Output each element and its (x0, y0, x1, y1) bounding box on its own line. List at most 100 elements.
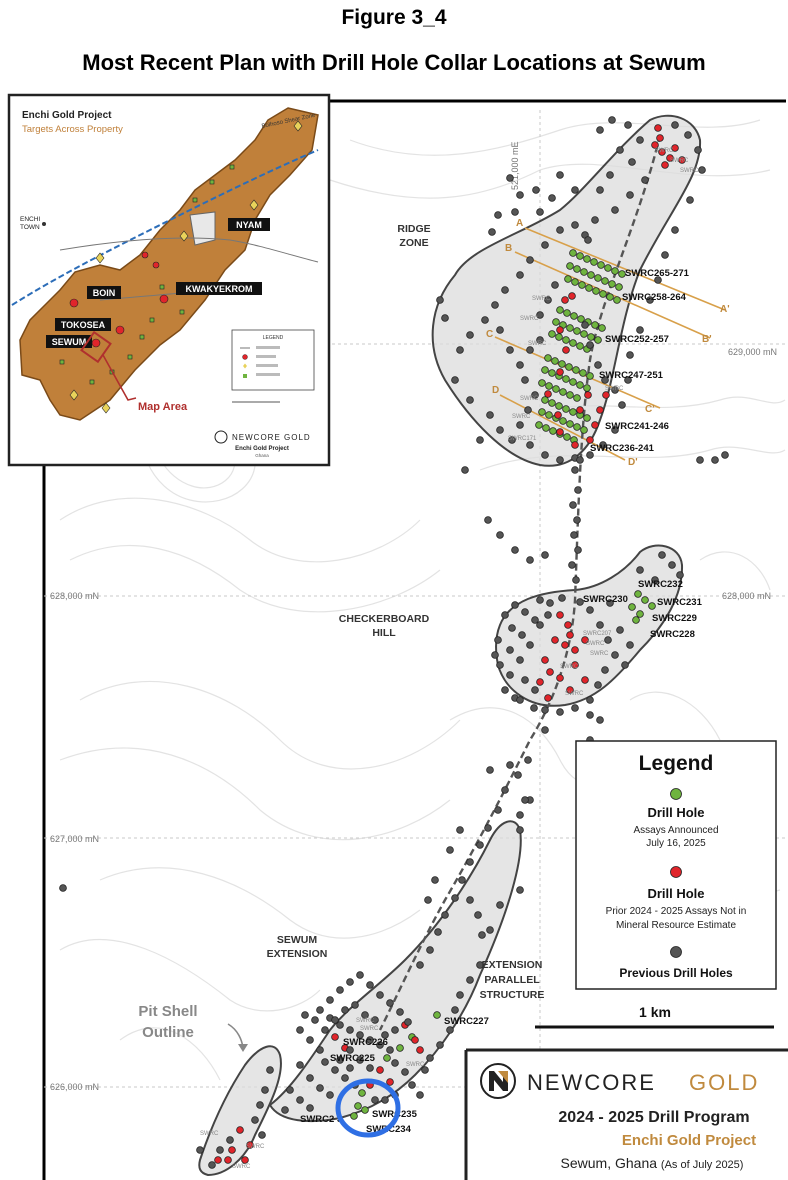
new-drill-hole-58 (538, 379, 546, 387)
previous-drill-hole-354 (316, 1084, 324, 1092)
previous-drill-hole-112 (641, 176, 649, 184)
previous-drill-hole-391 (341, 1006, 349, 1014)
section-d-prime: D' (628, 457, 638, 468)
label-swrc232: SWRC232 (638, 579, 683, 590)
previous-drill-hole-383 (196, 1146, 204, 1154)
svg-text:SWRC207: SWRC207 (583, 631, 612, 637)
new-drill-hole-31 (552, 318, 560, 326)
new-drill-hole-80 (549, 427, 557, 435)
prior-drill-hole-210 (556, 611, 564, 619)
previous-drill-hole-247 (601, 666, 609, 674)
previous-drill-hole-255 (676, 571, 684, 579)
label-swrc247: SWRC247-251 (599, 370, 664, 381)
new-drill-hole-311 (354, 1102, 362, 1110)
legend-new-dot (670, 788, 682, 800)
easting-label: 521,000 mE (510, 141, 520, 190)
previous-drill-hole-388 (371, 1016, 379, 1024)
previous-drill-hole-236 (521, 676, 529, 684)
previous-drill-hole-375 (266, 1066, 274, 1074)
previous-drill-hole-278 (466, 858, 474, 866)
previous-drill-hole-163 (608, 116, 616, 124)
new-drill-hole-29 (591, 321, 599, 329)
previous-drill-hole-305 (516, 811, 524, 819)
previous-drill-hole-162 (596, 126, 604, 134)
new-drill-hole-74 (559, 417, 567, 425)
prior-drill-hole-224 (566, 631, 574, 639)
ridge-line2: ZONE (399, 237, 428, 249)
brand-location: Sewum, Ghana (561, 1155, 658, 1171)
new-drill-hole-6 (611, 267, 619, 275)
ridge-line1: RIDGE (397, 223, 430, 235)
previous-drill-hole-281 (441, 911, 449, 919)
northing-label-628000-right: 628,000 mN (722, 591, 771, 601)
previous-drill-hole-115 (591, 216, 599, 224)
cb-line1: CHECKERBOARD (339, 613, 430, 625)
section-a: A (516, 218, 523, 229)
previous-drill-hole-368 (451, 1006, 459, 1014)
previous-drill-hole-358 (306, 1104, 314, 1112)
previous-drill-hole-197 (541, 551, 549, 559)
inset-town-dot (42, 222, 46, 226)
previous-drill-hole-161 (532, 186, 540, 194)
previous-drill-hole-124 (466, 331, 474, 339)
previous-drill-hole-394 (311, 1016, 319, 1024)
inset-shear-zone (11, 149, 319, 306)
svg-text:SWRC: SWRC (360, 1026, 379, 1032)
new-drill-hole-13 (601, 277, 609, 285)
previous-drill-hole-199 (484, 516, 492, 524)
svg-text:SWRC: SWRC (520, 396, 539, 402)
label-swrc227: SWRC227 (444, 1016, 489, 1027)
new-drill-hole-56 (576, 381, 584, 389)
ps-line1: Pit Shell (138, 1003, 197, 1020)
previous-drill-hole-348 (321, 1058, 329, 1066)
previous-drill-hole-370 (466, 976, 474, 984)
new-drill-hole-42 (576, 342, 584, 350)
new-drill-hole-34 (573, 327, 581, 335)
section-c: C (486, 329, 493, 340)
new-drill-hole-37 (594, 336, 602, 344)
prior-drill-hole-325 (224, 1156, 232, 1164)
previous-drill-hole-292 (474, 911, 482, 919)
new-drill-hole-0 (569, 249, 577, 257)
prior-drill-hole-217 (556, 674, 564, 682)
section-c-prime: C' (645, 404, 655, 415)
previous-drill-hole-346 (306, 1036, 314, 1044)
previous-drill-hole-301 (496, 901, 504, 909)
legend-prior-desc1: Prior 2024 - 2025 Assays Not in (606, 906, 747, 917)
svg-text:SWRC: SWRC (246, 1144, 265, 1150)
inset-town-line2: TOWN (20, 224, 40, 231)
new-drill-hole-67 (562, 405, 570, 413)
previous-drill-hole-257 (651, 576, 659, 584)
new-drill-hole-25 (563, 309, 571, 317)
eps-line1: EXTENSION (482, 959, 543, 971)
prior-drill-hole-102 (661, 161, 669, 169)
inset-map-area-box (80, 330, 112, 364)
new-drill-hole-16 (564, 275, 572, 283)
new-drill-hole-308 (396, 1044, 404, 1052)
new-drill-hole-47 (565, 363, 573, 371)
previous-drill-hole-176 (584, 236, 592, 244)
label-swrc265: SWRC265-271 (625, 268, 690, 279)
previous-drill-hole-126 (496, 326, 504, 334)
inset-sewum: SEWUM (52, 337, 87, 347)
pit-shell-south (198, 1045, 282, 1177)
previous-drill-hole-286 (486, 766, 494, 774)
previous-drill-hole-155 (536, 208, 544, 216)
previous-drill-hole-172 (461, 466, 469, 474)
previous-drill-hole-195 (511, 546, 519, 554)
previous-drill-hole-134 (526, 441, 534, 449)
previous-drill-hole-159 (516, 191, 524, 199)
new-drill-hole-5 (604, 264, 612, 272)
new-drill-hole-26 (570, 312, 578, 320)
se-line2: EXTENSION (267, 948, 328, 960)
legend-prior-desc2: Mineral Resource Estimate (616, 920, 736, 931)
previous-drill-hole-158 (511, 208, 519, 216)
previous-drill-hole-107 (636, 136, 644, 144)
previous-drill-hole-380 (226, 1136, 234, 1144)
previous-drill-hole-150 (698, 166, 706, 174)
previous-drill-hole-151 (694, 146, 702, 154)
previous-drill-hole-366 (436, 1041, 444, 1049)
previous-drill-hole-149 (686, 196, 694, 204)
previous-drill-hole-196 (526, 556, 534, 564)
new-drill-hole-82 (563, 433, 571, 441)
